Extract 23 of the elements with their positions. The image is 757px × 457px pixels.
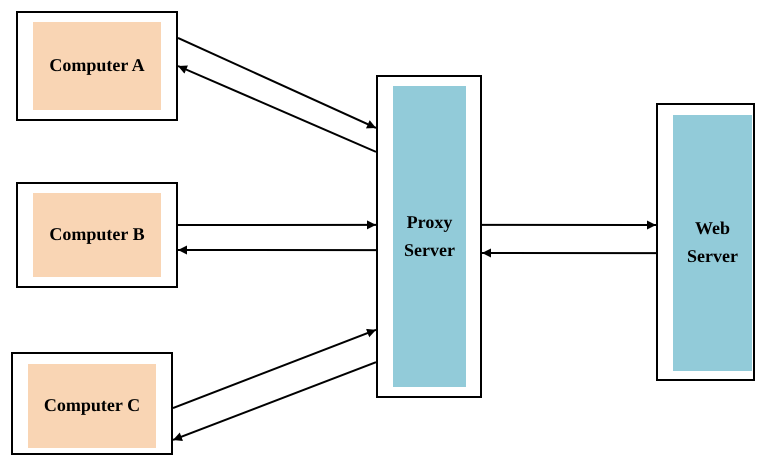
outer-frame xyxy=(376,75,482,398)
node-panel xyxy=(33,22,161,110)
arrow xyxy=(172,361,376,441)
node-panel xyxy=(33,193,161,277)
node-label: Computer C xyxy=(44,394,140,418)
node-label: Computer B xyxy=(49,223,145,246)
arrow xyxy=(482,220,656,230)
arrow xyxy=(178,220,376,230)
node-label: Web Server xyxy=(686,217,739,268)
node-label: Computer A xyxy=(49,54,145,78)
arrow xyxy=(482,248,656,258)
outer-frame xyxy=(16,182,178,288)
arrow xyxy=(178,65,376,153)
outer-frame xyxy=(656,103,755,381)
arrow xyxy=(178,37,376,129)
outer-frame xyxy=(11,352,173,455)
node-panel xyxy=(673,115,752,371)
node-panel xyxy=(28,364,156,448)
arrow xyxy=(172,328,376,409)
arrow xyxy=(178,246,376,255)
outer-frame xyxy=(16,11,178,121)
node-label: Proxy Server xyxy=(403,210,456,262)
node-panel xyxy=(393,86,466,387)
